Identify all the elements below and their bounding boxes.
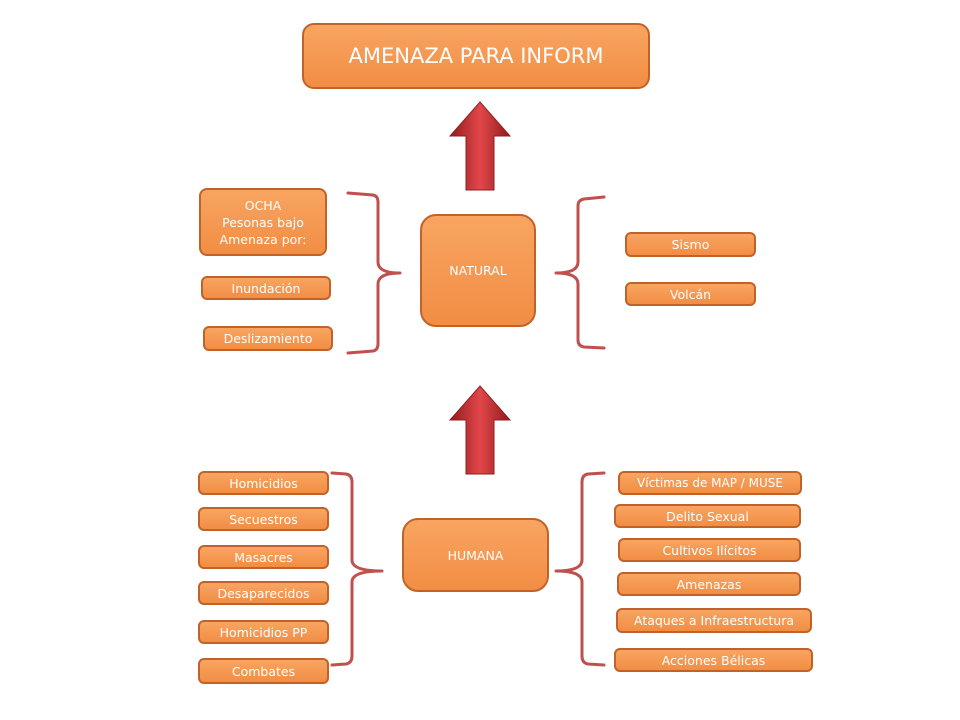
ocha-line-3: Amenaza por: bbox=[219, 231, 307, 247]
humana-left-item: Secuestros bbox=[198, 507, 329, 531]
humana-node: HUMANA bbox=[402, 518, 549, 592]
humana-right-item: Delito Sexual bbox=[614, 504, 801, 528]
ocha-box: OCHA Pesonas bajo Amenaza por: bbox=[199, 188, 327, 256]
humana-left-item: Masacres bbox=[198, 545, 329, 569]
humana-right-item: Cultivos Ilícitos bbox=[618, 538, 801, 562]
brace-humana-right bbox=[554, 471, 606, 667]
humana-right-item: Víctimas de MAP / MUSE bbox=[618, 471, 802, 495]
natural-node: NATURAL bbox=[420, 214, 536, 327]
humana-left-item: Homicidios bbox=[198, 471, 329, 495]
humana-label: HUMANA bbox=[447, 547, 504, 563]
brace-humana-left bbox=[330, 471, 384, 667]
natural-right-item: Volcán bbox=[625, 282, 756, 306]
natural-right-item: Sismo bbox=[625, 232, 756, 257]
ocha-line-2: Pesonas bajo bbox=[222, 214, 304, 230]
humana-right-item: Amenazas bbox=[617, 572, 801, 596]
humana-left-item: Desaparecidos bbox=[198, 581, 329, 605]
brace-natural-left bbox=[346, 191, 402, 355]
humana-left-item: Combates bbox=[198, 658, 329, 684]
up-arrow-top bbox=[448, 101, 512, 191]
humana-right-item: Ataques a Infraestructura bbox=[616, 608, 812, 633]
humana-left-item: Homicidios PP bbox=[198, 620, 329, 644]
humana-right-item: Acciones Bélicas bbox=[614, 648, 813, 672]
brace-natural-right bbox=[554, 195, 606, 350]
natural-left-item: Deslizamiento bbox=[203, 326, 333, 351]
natural-label: NATURAL bbox=[449, 263, 507, 278]
natural-left-item: Inundación bbox=[201, 276, 331, 300]
title-box: AMENAZA PARA INFORM bbox=[302, 23, 650, 89]
title-text: AMENAZA PARA INFORM bbox=[348, 44, 604, 68]
up-arrow-bottom bbox=[448, 385, 512, 475]
ocha-line-1: OCHA bbox=[244, 197, 282, 213]
